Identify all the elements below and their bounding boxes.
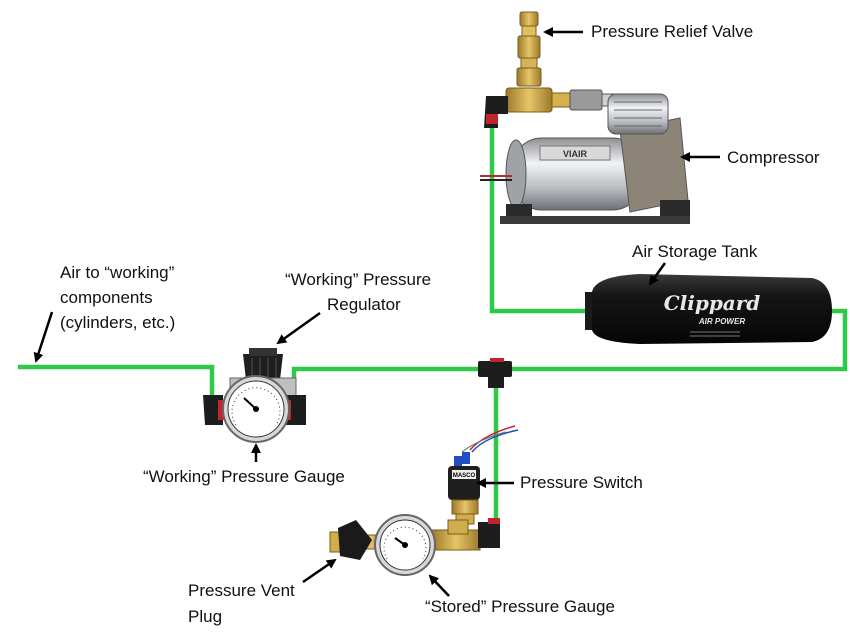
tank-brand-name: Clippard xyxy=(664,291,761,315)
air-line-regulator-to-tee xyxy=(291,366,490,395)
air-line-tee-to-switch xyxy=(488,380,499,533)
label-regulator-line2: Regulator xyxy=(327,295,401,314)
label-relief-valve: Pressure Relief Valve xyxy=(591,22,754,41)
label-stored-gauge: “Stored” Pressure Gauge xyxy=(425,597,615,616)
brass-tee-lower xyxy=(431,519,481,551)
working-pressure-gauge xyxy=(222,375,290,443)
brass-manifold-tee xyxy=(505,87,619,113)
label-air-output-line2: components xyxy=(60,288,153,307)
air-storage-tank: Clippard AIR POWER xyxy=(585,274,832,344)
tee-fitting xyxy=(478,358,512,388)
label-working-gauge: “Working” Pressure Gauge xyxy=(143,467,345,486)
label-compressor: Compressor xyxy=(727,148,820,167)
label-vent-plug-line2: Plug xyxy=(188,607,223,626)
label-pressure-switch: Pressure Switch xyxy=(520,473,643,492)
callout-arrows xyxy=(33,27,720,597)
arrow-regulator xyxy=(276,311,321,345)
pressure-switch: MASCO xyxy=(448,425,519,525)
arrow-stored-gauge xyxy=(428,574,450,597)
air-line-tee-to-tank xyxy=(506,308,848,372)
pressure-vent-plug xyxy=(338,520,372,560)
arrow-storage-tank xyxy=(648,262,667,286)
elbow-fitting-compressor xyxy=(484,96,508,128)
label-air-output-line3: (cylinders, etc.) xyxy=(60,313,176,332)
elbow-fitting-switch xyxy=(478,518,500,548)
label-storage-tank: Air Storage Tank xyxy=(632,242,758,261)
label-vent-plug-line1: Pressure Vent xyxy=(188,581,295,600)
arrow-vent-plug xyxy=(302,558,337,584)
label-air-output-line1: Air to “working” xyxy=(60,263,175,282)
pressure-relief-valve xyxy=(516,11,542,87)
label-regulator-line1: “Working” Pressure xyxy=(285,270,432,289)
compressor: VIAIR xyxy=(480,93,690,224)
air-line-compressor-to-tank xyxy=(489,120,585,314)
stored-pressure-gauge xyxy=(374,514,436,576)
air-line-output xyxy=(18,364,215,395)
switch-brand: MASCO xyxy=(453,473,476,479)
compressor-brand: VIAIR xyxy=(563,149,588,159)
tank-brand-tagline: AIR POWER xyxy=(698,317,745,326)
arrow-air-output xyxy=(33,311,54,363)
elbow-fitting-left xyxy=(203,395,226,425)
